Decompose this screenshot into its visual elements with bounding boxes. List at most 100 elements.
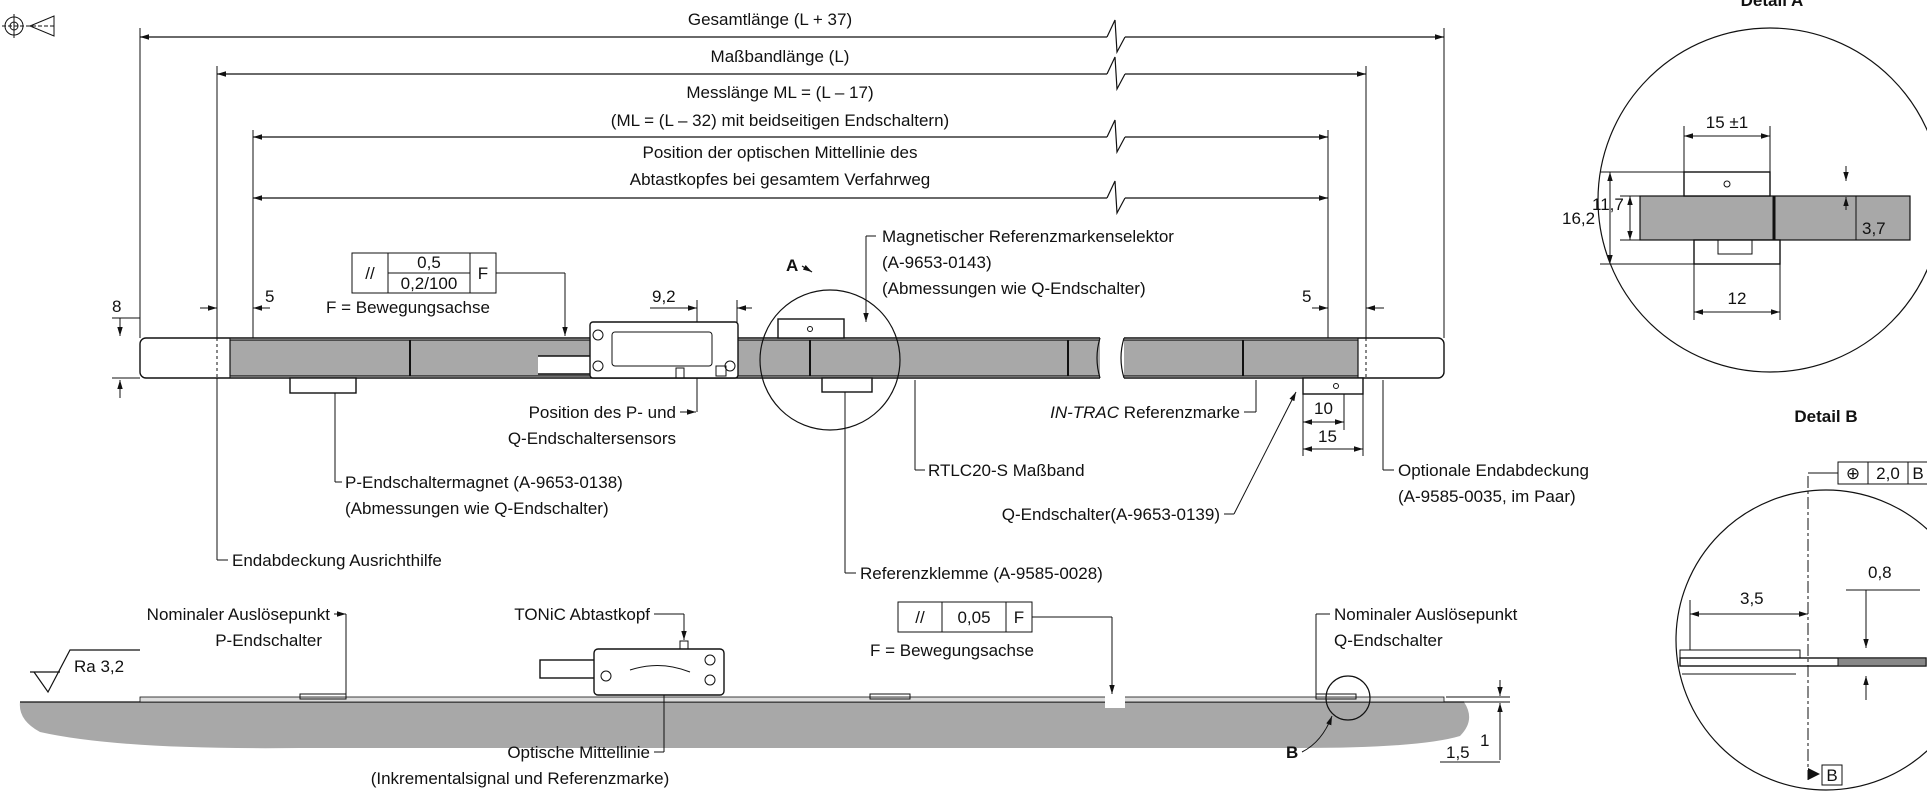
label-align-aid: Endabdeckung Ausrichthilfe	[216, 378, 442, 570]
svg-text:⊕: ⊕	[1846, 464, 1860, 483]
svg-text:RTLC20-S Maßband: RTLC20-S Maßband	[928, 461, 1085, 480]
svg-text:F: F	[1014, 608, 1024, 627]
svg-text:Referenzklemme (A-9585-0028): Referenzklemme (A-9585-0028)	[860, 564, 1103, 583]
svg-text:(A-9653-0143): (A-9653-0143)	[882, 253, 992, 272]
svg-text:F = Bewegungsachse: F = Bewegungsachse	[870, 641, 1034, 660]
svg-text:Endabdeckung Ausrichthilfe: Endabdeckung Ausrichthilfe	[232, 551, 442, 570]
svg-text:P-Endschalter: P-Endschalter	[215, 631, 322, 650]
svg-text:B: B	[1826, 766, 1837, 785]
extension-lines	[139, 28, 1445, 338]
tolerance-frame-top: // 0,5 0,2/100 F F = Bewegungsachse	[326, 252, 568, 336]
svg-text:(Inkrementalsignal und Referen: (Inkrementalsignal und Referenzmarke)	[371, 769, 670, 788]
detail-a-callout	[759, 289, 901, 431]
svg-text:Q-Endschalter(A-9653-0139): Q-Endschalter(A-9653-0139)	[1002, 505, 1220, 524]
svg-text:Detail B: Detail B	[1794, 407, 1857, 426]
svg-text:12: 12	[1728, 289, 1747, 308]
detail-b: Detail B ⊕ 2,0 B 3,5 0,8 B	[1675, 407, 1927, 791]
label-nominal-q: Nominaler Auslösepunkt Q-Endschalter	[1315, 605, 1518, 694]
svg-text:Q-Endschaltersensors: Q-Endschaltersensors	[508, 429, 676, 448]
svg-text:(Abmessungen wie Q-Endschalter: (Abmessungen wie Q-Endschalter)	[345, 499, 609, 518]
label-tonic: TONiC Abtastkopf	[514, 605, 687, 640]
svg-text:16,2: 16,2	[1562, 209, 1595, 228]
tape-length-label: Maßbandlänge (L)	[711, 47, 850, 66]
mounting-surface	[19, 693, 1470, 749]
svg-text:15: 15	[1318, 427, 1337, 446]
label-a: A	[786, 256, 798, 275]
svg-text:F: F	[478, 264, 488, 283]
svg-text:TONiC Abtastkopf: TONiC Abtastkopf	[514, 605, 650, 624]
svg-text:Optische Mittellinie: Optische Mittellinie	[507, 743, 650, 762]
detail-b-callout	[1325, 675, 1371, 721]
svg-text:9,2: 9,2	[652, 287, 676, 306]
label-optical-centerline: Optische Mittellinie (Inkrementalsignal …	[371, 695, 670, 788]
svg-text:3,5: 3,5	[1740, 589, 1764, 608]
svg-text:1: 1	[1480, 731, 1489, 750]
readhead-top-view	[538, 321, 739, 379]
dim-5-right: 5	[1302, 287, 1384, 311]
mag-selector	[777, 318, 845, 339]
svg-text:10: 10	[1314, 399, 1333, 418]
label-end-cover: Optionale Endabdeckung (A-9585-0035, im …	[1382, 380, 1589, 506]
svg-text:0,8: 0,8	[1868, 563, 1892, 582]
svg-text:3,7: 3,7	[1862, 219, 1886, 238]
svg-text:Ra 3,2: Ra 3,2	[74, 657, 124, 676]
svg-text:0,2/100: 0,2/100	[401, 274, 458, 293]
readhead-side-view	[539, 640, 725, 696]
dim-5-left: 5	[200, 287, 274, 311]
dim-optical-centerline: Position der optischen Mittellinie des A…	[253, 143, 1328, 216]
svg-text:Q-Endschalter: Q-Endschalter	[1334, 631, 1443, 650]
tolerance-frame-bottom: // 0,05 F F = Bewegungsachse	[870, 601, 1115, 694]
p-magnet	[289, 377, 357, 394]
svg-text:11,7: 11,7	[1592, 195, 1624, 214]
svg-text:0,5: 0,5	[417, 253, 441, 272]
ml-endswitch-label: (ML = (L – 32) mit beidseitigen Endschal…	[611, 111, 949, 130]
overall-length-label: Gesamtlänge (L + 37)	[688, 10, 852, 29]
label-q-switch: Q-Endschalter(A-9653-0139)	[1002, 391, 1297, 524]
label-nominal-p: Nominaler Auslösepunkt P-Endschalter	[147, 605, 347, 697]
projection-symbol-icon	[2, 14, 55, 38]
svg-text:(Abmessungen wie Q-Endschalter: (Abmessungen wie Q-Endschalter)	[882, 279, 1146, 298]
svg-text:8: 8	[112, 297, 121, 316]
svg-text://: //	[915, 608, 925, 627]
dim-measuring-length: Messlänge ML = (L – 17)	[686, 83, 873, 102]
measuring-length-label: Messlänge ML = (L – 17)	[686, 83, 873, 102]
svg-text:Nominaler Auslösepunkt: Nominaler Auslösepunkt	[1334, 605, 1518, 624]
svg-text:B: B	[1912, 464, 1923, 483]
dim-8: 8	[112, 297, 140, 398]
label-rtlc: RTLC20-S Maßband	[914, 380, 1085, 480]
svg-text:5: 5	[1302, 287, 1311, 306]
label-ref-clamp: Referenzklemme (A-9585-0028)	[844, 392, 1103, 583]
svg-text:15 ±1: 15 ±1	[1706, 113, 1748, 132]
svg-text:IN-TRAC Referenzmarke: IN-TRAC Referenzmarke	[1050, 403, 1240, 422]
dim-overall-length: Gesamtlänge (L + 37)	[140, 10, 1444, 55]
dim-1-5: 1,5 1	[1440, 680, 1510, 763]
dim-10-15: 10 15	[1302, 394, 1364, 456]
centerline-label-1: Position der optischen Mittellinie des	[643, 143, 918, 162]
label-p-magnet: P-Endschaltermagnet (A-9653-0138) (Abmes…	[334, 393, 623, 518]
label-intrac: IN-TRAC Referenzmarke	[1050, 380, 1257, 422]
dim-ml-endswitch: (ML = (L – 32) mit beidseitigen Endschal…	[253, 111, 1328, 155]
svg-text:0,05: 0,05	[957, 608, 990, 627]
svg-text:2,0: 2,0	[1876, 464, 1900, 483]
svg-text:(A-9585-0035, im Paar): (A-9585-0035, im Paar)	[1398, 487, 1576, 506]
dim-tape-length: Maßbandlänge (L)	[217, 47, 1366, 92]
svg-text:Nominaler Auslösepunkt: Nominaler Auslösepunkt	[147, 605, 331, 624]
svg-text:B: B	[1286, 743, 1298, 762]
svg-text:P-Endschaltermagnet (A-9653-01: P-Endschaltermagnet (A-9653-0138)	[345, 473, 623, 492]
roughness-symbol-icon: Ra 3,2	[30, 649, 140, 694]
svg-text:5: 5	[265, 287, 274, 306]
svg-text://: //	[365, 264, 375, 283]
label-pq-sensor: Position des P- und Q-Endschaltersensors	[508, 378, 698, 448]
svg-text:Position des P- und: Position des P- und	[529, 403, 676, 422]
label-mag-selector: Magnetischer Referenzmarkenselektor (A-9…	[863, 227, 1174, 322]
dim-9-2: 9,2	[650, 287, 752, 322]
svg-text:1,5: 1,5	[1446, 743, 1470, 762]
svg-text:Magnetischer Referenzmarkensel: Magnetischer Referenzmarkenselektor	[882, 227, 1174, 246]
detail-a: Detail A 15 ±1 16,2 11,7 3,7 12	[1562, 0, 1927, 373]
svg-text:F = Bewegungsachse: F = Bewegungsachse	[326, 298, 490, 317]
svg-text:Optionale Endabdeckung: Optionale Endabdeckung	[1398, 461, 1589, 480]
centerline-label-2: Abtastkopfes bei gesamtem Verfahrweg	[630, 170, 931, 189]
scale-assembly	[139, 334, 1445, 382]
